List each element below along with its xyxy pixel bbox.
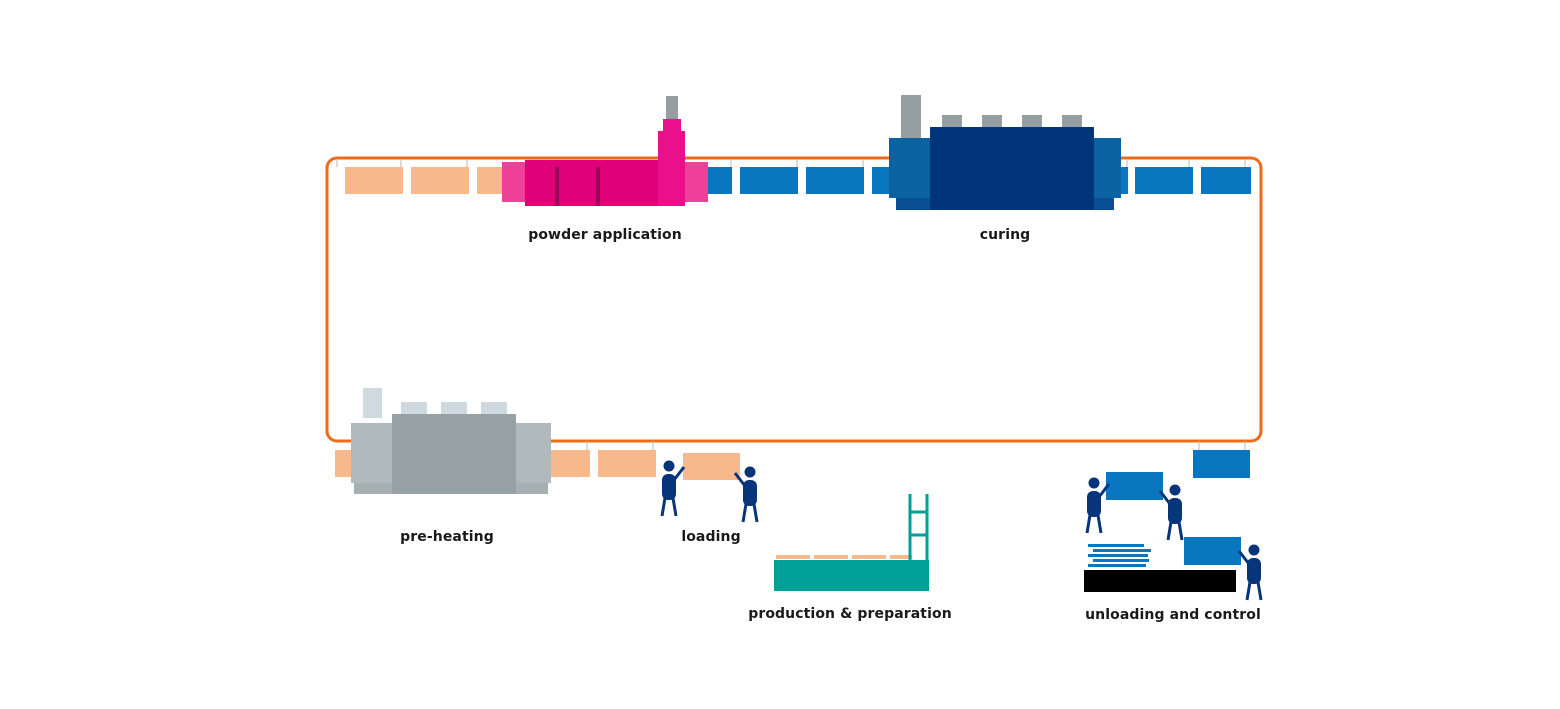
workers [660,460,1263,601]
coated-parts-top [706,167,1251,194]
powder-booth-tower [658,131,685,206]
table-top-part [852,555,886,559]
powder-booth-stripe [596,167,600,206]
powder-booth-chimney [666,96,678,120]
uncoated-parts-top [345,167,507,194]
powder-booth-icon [502,96,708,206]
conveyor-loop [325,156,1263,443]
oven-vent [982,115,1002,129]
oven-vent [942,115,962,129]
preheat-chimney [363,388,382,418]
uncoated-parts-bottom [335,450,740,480]
preheat-left-side [351,423,395,483]
coated-part-inspected [1184,537,1241,565]
uncoated-part [598,450,656,477]
label-powder-application: powder application [528,227,682,243]
unloading-station-icon [1084,472,1241,592]
label-loading: loading [681,529,741,545]
uncoated-part-loading [683,453,740,480]
preheat-vent [481,402,507,416]
coated-part [706,167,732,194]
coated-part [1135,167,1193,194]
table-top-part [890,555,912,559]
preheat-right-side [513,423,551,483]
table-top-part [814,555,848,559]
preheat-vent [441,402,467,416]
powder-booth-tower-top [663,119,681,133]
ladder-icon [908,494,929,560]
preheat-body [392,414,516,494]
coated-part [1118,167,1128,194]
oven-vent [1022,115,1042,129]
preheat-oven-icon [351,388,551,494]
coated-part [806,167,864,194]
powder-booth-stripe [555,167,559,206]
label-curing: curing [979,227,1031,243]
worker-icon [733,466,759,523]
curing-oven-icon [889,95,1121,210]
coated-part [1193,450,1250,478]
preheat-vent [401,402,427,416]
label-production-preparation: production & preparation [748,606,952,622]
worker-icon [1237,544,1263,601]
worker-icon [1085,477,1111,534]
worker-icon [660,460,686,517]
uncoated-part [345,167,403,194]
coated-part [872,167,892,194]
oven-body [930,127,1094,210]
oven-right-side [1092,138,1121,198]
table-body [774,560,929,591]
coated-part [740,167,798,194]
worker-icon [1158,484,1184,541]
table-top-part [776,555,810,559]
coated-part [1201,167,1251,194]
uncoated-part [335,450,355,477]
coated-part-carried [1106,472,1163,500]
unload-table [1084,570,1236,592]
oven-vent [1062,115,1082,129]
uncoated-part [411,167,469,194]
production-table-icon [774,494,929,591]
stacked-parts [1088,544,1151,567]
label-pre-heating: pre-heating [400,529,494,545]
label-unloading-control: unloading and control [1085,607,1261,623]
oven-left-side [889,138,933,198]
uncoated-part [546,450,590,477]
oven-chimney [901,95,921,140]
